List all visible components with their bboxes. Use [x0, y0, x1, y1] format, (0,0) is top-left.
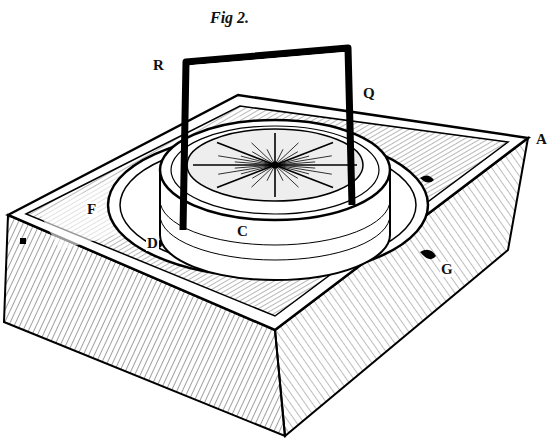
- part-letter: G: [440, 262, 454, 277]
- part-letter: R: [152, 58, 165, 73]
- box-catch: [420, 175, 434, 182]
- hasp: [420, 250, 436, 259]
- box-top-rim: [8, 95, 528, 330]
- figure-title: Fig 2.: [210, 10, 249, 26]
- part-letter: A: [535, 132, 548, 147]
- handle-bar: [183, 48, 352, 230]
- part-letter: C: [236, 224, 249, 239]
- box-interior: [26, 106, 508, 316]
- compass-card: [187, 129, 363, 201]
- part-letter: D: [146, 236, 159, 251]
- bowl-rim: [160, 120, 390, 220]
- part-letter: Q: [362, 86, 376, 101]
- compass-rose: [193, 133, 357, 197]
- part-letter: F: [86, 202, 97, 217]
